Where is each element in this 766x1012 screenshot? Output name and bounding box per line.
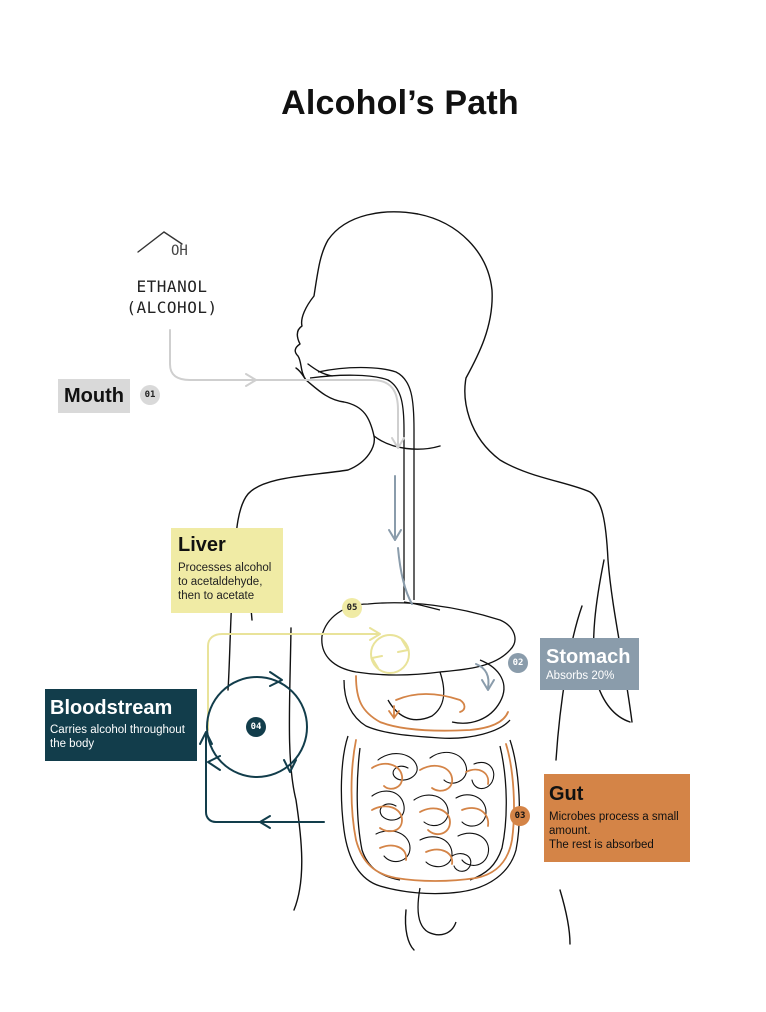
ethanol-structure	[137, 231, 183, 253]
gut-label: Gut Microbes process a small amount. The…	[544, 774, 690, 862]
gut-heading: Gut	[549, 783, 584, 805]
ethanol-alias: (ALCOHOL)	[126, 298, 218, 317]
stomach-route	[388, 475, 495, 691]
liver-text-line-1: Processes alcohol	[178, 562, 272, 574]
liver-heading: Liver	[178, 534, 226, 556]
bloodstream-text-line-2: the body	[50, 738, 95, 750]
liver-text-line-2: to acetaldehyde,	[178, 576, 263, 588]
step-03-badge: 03	[510, 806, 530, 826]
esophagus	[309, 366, 415, 600]
mouth-route	[169, 329, 405, 449]
gut-text-line-2: amount.	[549, 825, 591, 837]
step-02-badge: 02	[508, 653, 528, 673]
stomach-label: Stomach Absorbs 20%	[540, 638, 639, 690]
ethanol-name: ETHANOL	[136, 277, 208, 296]
bloodstream-text-line-1: Carries alcohol throughout	[50, 724, 185, 736]
stomach-text: Absorbs 20%	[546, 670, 615, 682]
gut-text-line-1: Microbes process a small	[549, 811, 679, 823]
liver-label: Liver Processes alcohol to acetaldehyde,…	[171, 528, 283, 613]
liver-text-line-3: then to acetate	[178, 590, 255, 602]
gut-text-line-3: The rest is absorbed	[549, 839, 654, 851]
bloodstream-route	[199, 671, 325, 829]
step-05-badge: 05	[342, 598, 362, 618]
hydroxyl-label: OH	[171, 243, 188, 259]
liver-route	[207, 627, 410, 731]
bloodstream-heading: Bloodstream	[50, 697, 173, 719]
step-01-badge: 01	[140, 385, 160, 405]
gut-route	[350, 675, 515, 882]
body-outline	[227, 211, 633, 951]
stomach-heading: Stomach	[546, 646, 631, 668]
page-title: Alcohol’s Path	[281, 84, 519, 122]
ethanol-label: ETHANOL (ALCOHOL)	[112, 276, 232, 318]
mouth-heading: Mouth	[64, 385, 124, 407]
mouth-label: Mouth	[58, 379, 130, 413]
bloodstream-label: Bloodstream Carries alcohol throughout t…	[45, 689, 197, 761]
step-04-badge: 04	[246, 717, 266, 737]
